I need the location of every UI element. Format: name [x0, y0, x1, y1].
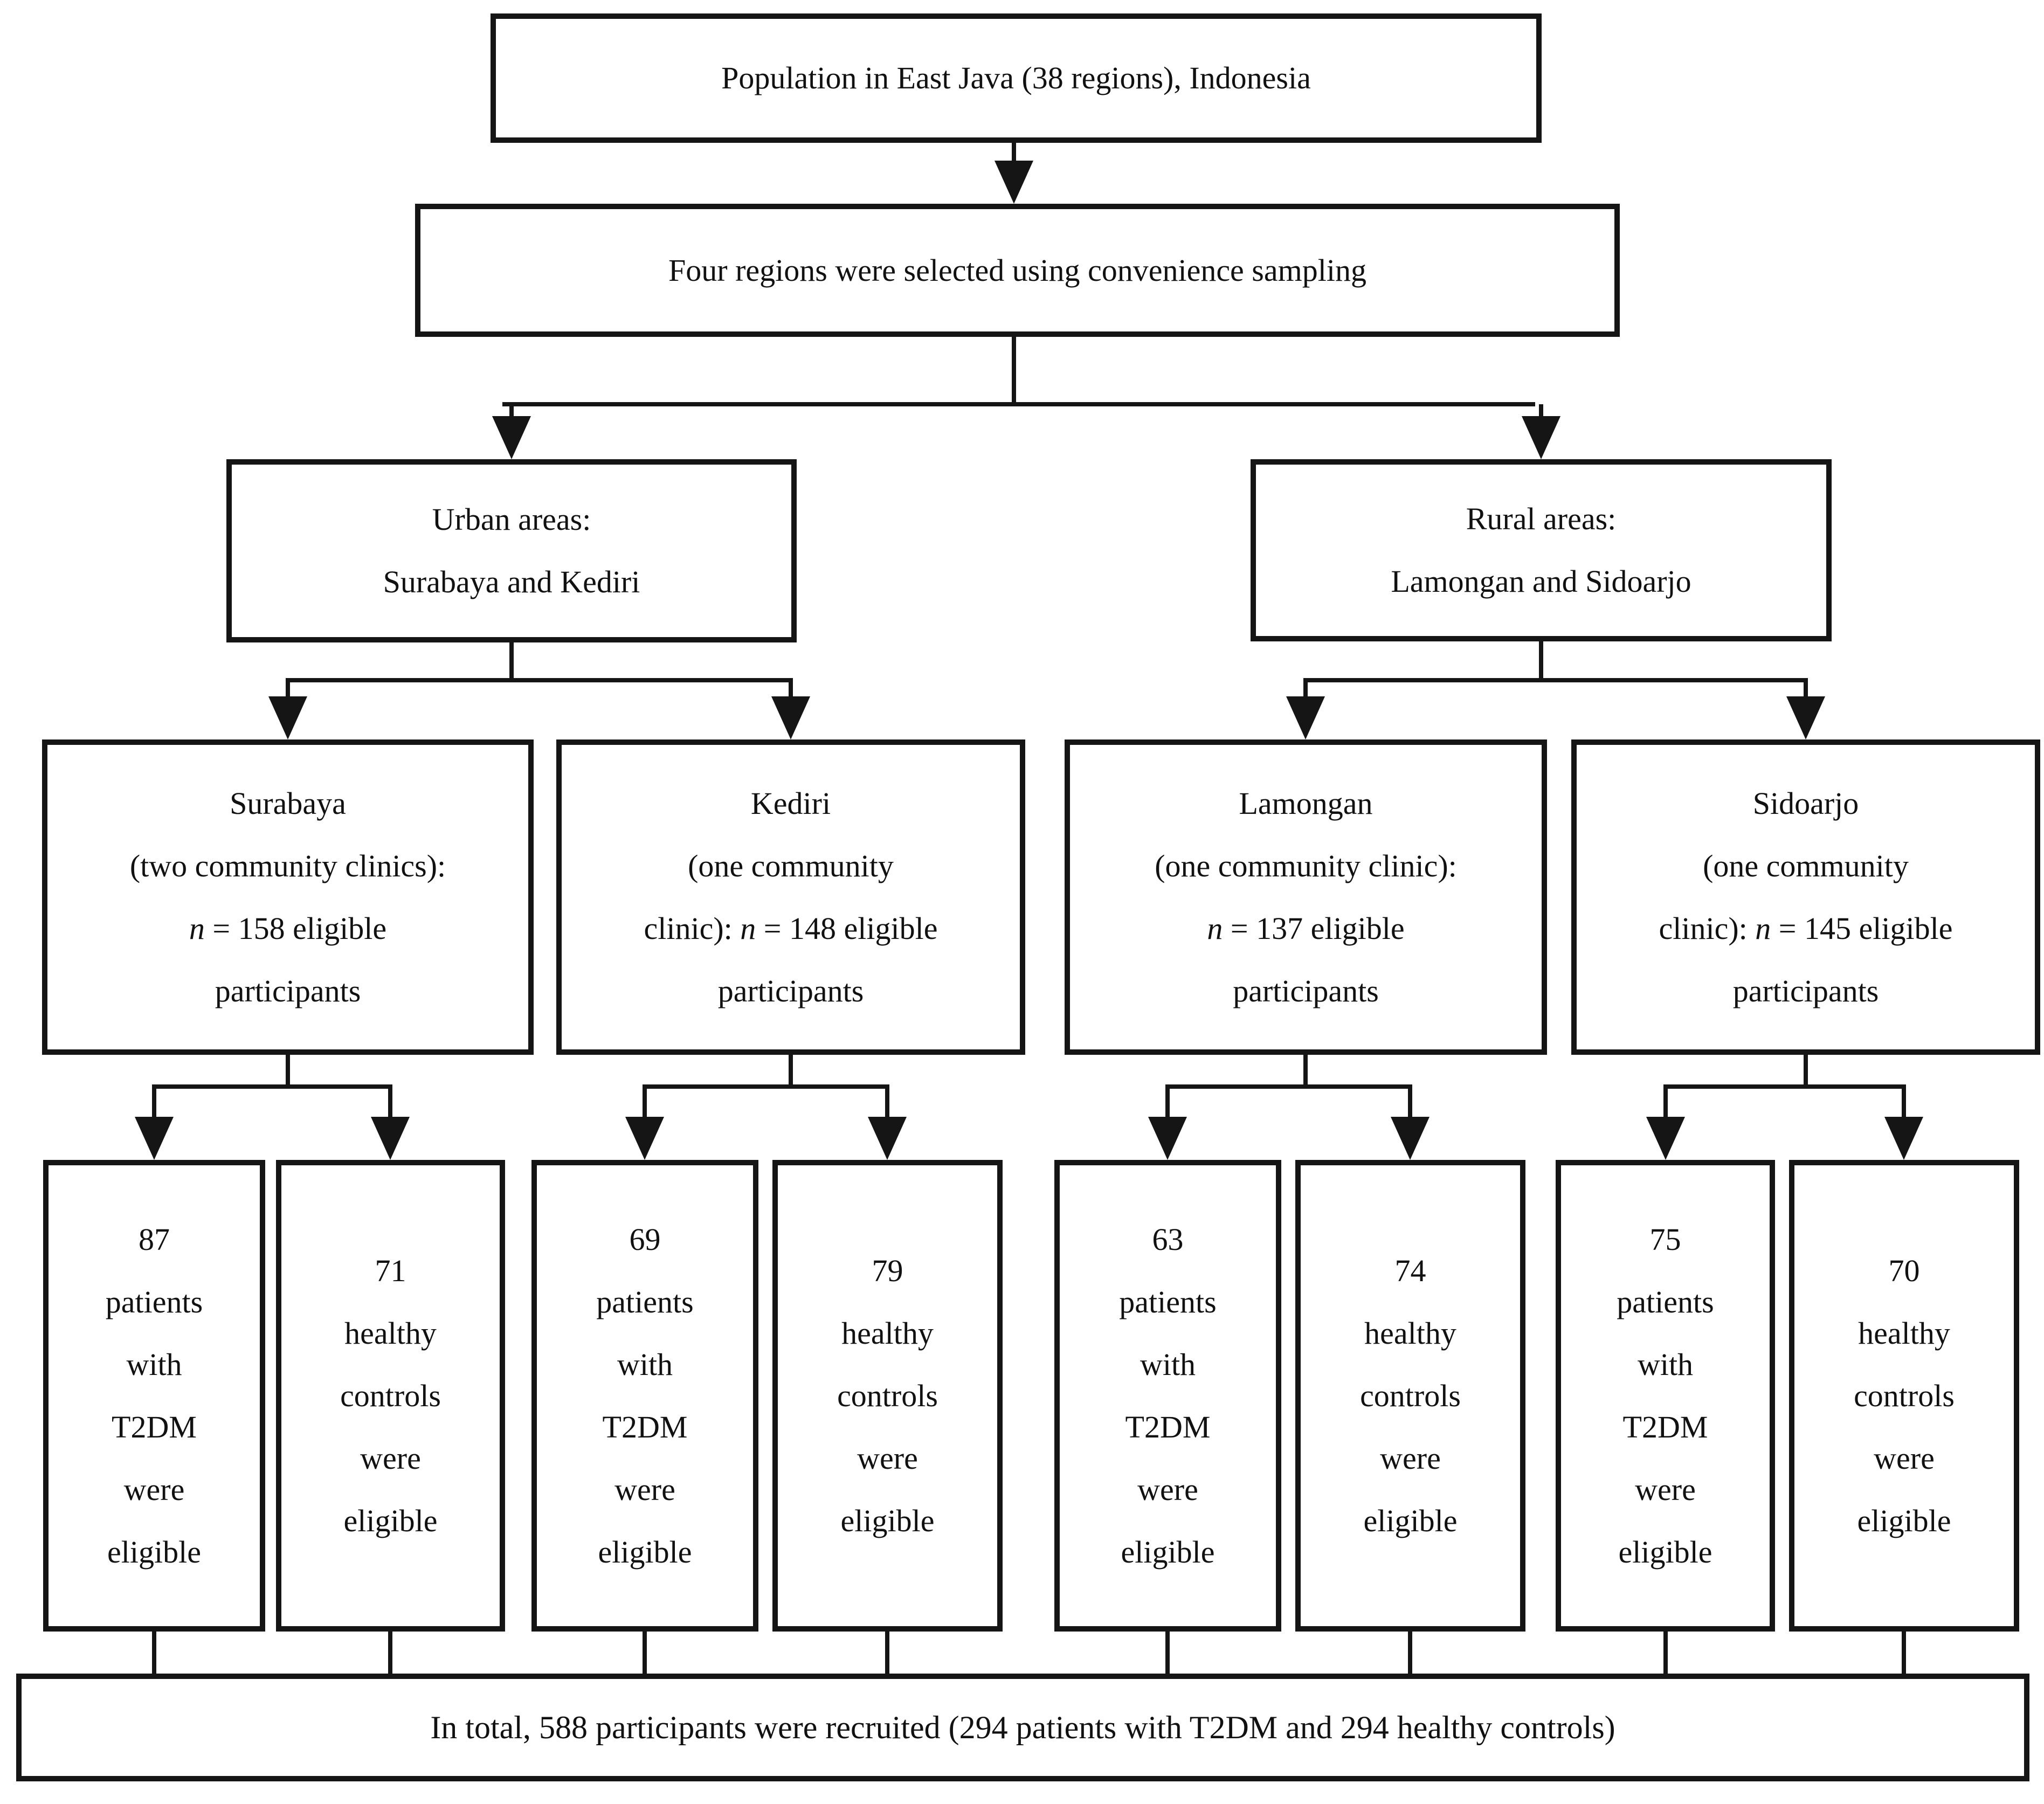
urban-line1: Urban areas:: [432, 502, 591, 537]
total-box: In total, 588 participants were recruite…: [16, 1674, 2029, 1781]
connector-line: [1663, 1089, 1668, 1118]
clinic-n-line: clinic): n = 148 eligible: [644, 910, 938, 946]
connector-line: [643, 1084, 889, 1089]
connector-line: [286, 682, 290, 699]
arrow-down-icon: [1786, 696, 1825, 739]
sampling-box: Four regions were selected using conveni…: [415, 204, 1620, 337]
connector-line: [1804, 682, 1808, 699]
connector-line: [1165, 1084, 1412, 1089]
clinic-name: Sidoarjo: [1752, 785, 1859, 821]
connector-line: [789, 682, 793, 699]
arrow-down-icon: [1286, 696, 1325, 739]
lamongan-clinic-box: Lamongan (one community clinic): n = 137…: [1065, 739, 1547, 1055]
connector-line: [388, 1089, 392, 1118]
arrow-down-icon: [135, 1117, 174, 1160]
connector-line: [388, 1632, 392, 1674]
connector-line: [1408, 1089, 1412, 1118]
connector-line: [1902, 1089, 1906, 1118]
connector-line: [1804, 1055, 1808, 1084]
connector-line: [1012, 143, 1016, 170]
clinic-detail: (one community: [1703, 848, 1909, 883]
connector-line: [1303, 682, 1308, 699]
connector-line: [286, 678, 793, 682]
clinic-participants: participants: [215, 973, 361, 1008]
rural-line2: Lamongan and Sidoarjo: [1391, 564, 1691, 599]
sidoarjo-clinic-box: Sidoarjo (one community clinic): n = 145…: [1571, 739, 2040, 1055]
connector-line: [1663, 1084, 1906, 1089]
clinic-participants: participants: [717, 973, 864, 1008]
connector-line: [1539, 641, 1543, 678]
arrow-down-icon: [995, 161, 1033, 204]
connector-line: [152, 1084, 392, 1089]
connector-line: [1012, 337, 1016, 404]
arrow-down-icon: [625, 1117, 664, 1160]
rural-line1: Rural areas:: [1466, 501, 1617, 536]
connector-line: [1408, 1632, 1412, 1674]
connector-line: [509, 642, 514, 678]
clinic-detail: (two community clinics):: [129, 848, 446, 883]
connector-line: [152, 1089, 156, 1118]
arrow-down-icon: [771, 696, 810, 739]
connector-line: [1165, 1632, 1170, 1674]
connector-line: [643, 1632, 647, 1674]
clinic-name: Surabaya: [230, 785, 346, 821]
arrow-down-icon: [268, 696, 307, 739]
connector-line: [643, 1089, 647, 1118]
arrow-down-icon: [1148, 1117, 1187, 1160]
connector-line: [286, 1055, 290, 1084]
connector-line: [1902, 1632, 1906, 1674]
connector-line: [152, 1632, 156, 1674]
arrow-down-icon: [1391, 1117, 1430, 1160]
urban-areas-box: Urban areas: Surabaya and Kediri: [226, 459, 797, 642]
connector-line: [885, 1632, 889, 1674]
connector-line: [1663, 1632, 1668, 1674]
connector-line: [885, 1089, 889, 1118]
clinic-n-line: clinic): n = 145 eligible: [1659, 910, 1953, 946]
urban-line2: Surabaya and Kediri: [383, 564, 640, 599]
arrow-down-icon: [868, 1117, 907, 1160]
clinic-name: Kediri: [750, 785, 831, 821]
connector-line: [1303, 678, 1808, 682]
sampling-text: Four regions were selected using conveni…: [668, 252, 1366, 288]
total-text: In total, 588 participants were recruite…: [430, 1710, 1615, 1745]
arrow-down-icon: [371, 1117, 410, 1160]
connector-line: [1165, 1089, 1170, 1118]
clinic-name: Lamongan: [1239, 785, 1373, 821]
arrow-down-icon: [492, 416, 531, 459]
clinic-n-line: n = 158 eligible: [189, 910, 387, 946]
population-box: Population in East Java (38 regions), In…: [491, 13, 1542, 143]
rural-areas-box: Rural areas: Lamongan and Sidoarjo: [1251, 459, 1832, 641]
clinic-detail: (one community: [688, 848, 894, 883]
clinic-participants: participants: [1732, 973, 1879, 1008]
population-text: Population in East Java (38 regions), In…: [721, 60, 1311, 96]
arrow-down-icon: [1646, 1117, 1685, 1160]
connector-line: [789, 1055, 793, 1084]
surabaya-clinic-box: Surabaya (two community clinics): n = 15…: [42, 739, 534, 1055]
connector-line: [1303, 1055, 1308, 1084]
connector-line: [502, 402, 1535, 406]
clinic-n-line: n = 137 eligible: [1207, 910, 1405, 946]
arrow-down-icon: [1522, 416, 1560, 459]
kediri-clinic-box: Kediri (one community clinic): n = 148 e…: [556, 739, 1025, 1055]
clinic-participants: participants: [1233, 973, 1379, 1008]
arrow-down-icon: [1884, 1117, 1923, 1160]
clinic-detail: (one community clinic):: [1155, 848, 1457, 883]
